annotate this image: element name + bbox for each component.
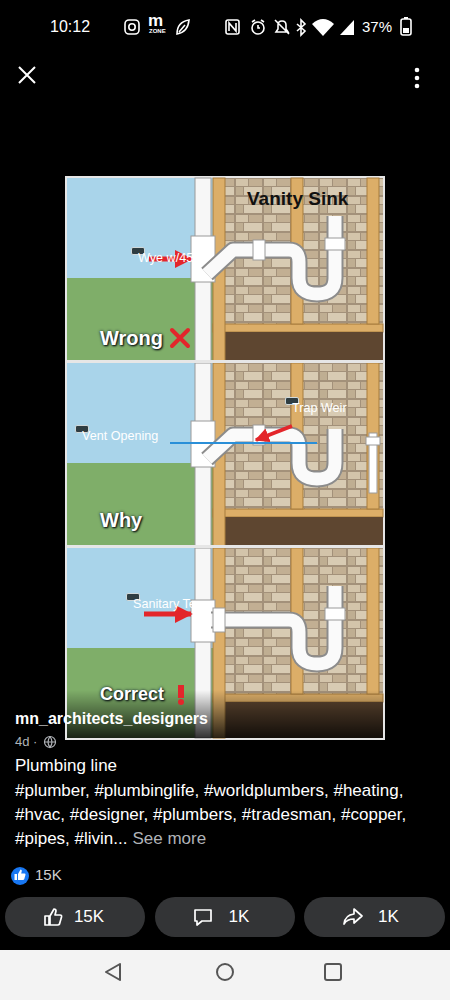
pipe-collar	[253, 240, 265, 260]
wall-scene	[67, 363, 383, 553]
panel-separator	[67, 545, 383, 548]
why-panel-art	[67, 363, 383, 553]
instagram-icon	[129, 24, 135, 30]
like-button: 15K	[5, 897, 145, 937]
wifi-icon	[312, 19, 334, 36]
panel-heading: Vanity Sink	[247, 188, 348, 211]
panel-separator	[67, 360, 383, 363]
correct-panel: Correct Sanitary Tee	[67, 548, 383, 738]
drain-pipe	[211, 586, 335, 664]
nav-recents	[325, 964, 341, 980]
share-button: 1K	[304, 897, 445, 937]
see-more-link: See more	[132, 829, 206, 848]
drain-pipe	[207, 216, 335, 294]
wrong-mark	[172, 330, 188, 346]
button-background	[5, 897, 145, 937]
like-reaction-icon	[11, 867, 29, 885]
close-icon	[19, 67, 35, 83]
menu-dots	[415, 68, 420, 73]
wall-scene	[67, 548, 383, 738]
nfc-icon	[229, 23, 236, 31]
nav-bar	[0, 950, 450, 1000]
verdict-text: Correct	[100, 684, 164, 706]
post-text: Plumbing line	[15, 756, 117, 776]
pipe-collar	[325, 608, 345, 620]
drain-pipe	[207, 216, 335, 294]
supply-pipe	[366, 437, 380, 445]
like-reaction-icon	[15, 870, 26, 881]
button-background	[155, 897, 295, 937]
globe-icon	[45, 737, 56, 748]
drain-pipe	[207, 429, 335, 479]
bell-off-icon	[275, 20, 289, 34]
callout-text: Trap Weir	[292, 401, 347, 416]
wrong-panel: Vanity SinkWrong Wye w/45	[67, 178, 383, 360]
post-age: 4d ·	[15, 734, 37, 750]
nav-back	[106, 964, 120, 980]
hashtags: #plumber, #plumbinglife, #worldplumbers,…	[15, 781, 406, 848]
callout-text: Vent Opening	[82, 429, 158, 444]
callout-text: Sanitary Tee	[133, 597, 203, 612]
bluetooth-icon	[297, 20, 305, 35]
pointer-arrow	[256, 426, 292, 440]
verdict-text: Wrong	[100, 326, 163, 350]
pointer-arrow	[144, 612, 191, 617]
hashtag-paragraph: #plumber, #plumbinglife, #worldplumbers,…	[15, 779, 440, 851]
button-count: 15K	[74, 907, 104, 927]
share-icon	[344, 909, 362, 924]
menu-dots	[415, 76, 420, 81]
like-icon	[45, 909, 62, 925]
reaction-count: 15K	[35, 866, 62, 884]
battery-percent: 37%	[362, 18, 392, 36]
callout-text: Wye w/45	[138, 251, 193, 266]
battery-icon	[403, 28, 409, 33]
callout-box: Trap Weir	[285, 397, 299, 405]
nfc-icon	[226, 20, 239, 34]
correct-mark	[178, 699, 184, 705]
comment-icon	[195, 910, 211, 925]
callout-box: Sanitary Tee	[126, 593, 140, 601]
button-count: 1K	[378, 907, 399, 927]
image-frame	[65, 176, 385, 740]
drain-pipe	[207, 429, 335, 479]
menu-dots	[415, 68, 420, 89]
button-count: 1K	[229, 907, 250, 927]
callout-box: Wye w/45	[131, 247, 145, 255]
alarm-icon	[252, 20, 264, 28]
pipe-collar	[325, 238, 345, 250]
tee-hub	[213, 608, 225, 632]
share-icon	[344, 909, 362, 924]
battery-icon	[404, 17, 408, 19]
correct-mark	[178, 685, 184, 698]
wall-scene	[67, 178, 383, 368]
signal-icon	[340, 20, 354, 35]
globe-icon	[45, 737, 56, 748]
callout-box: Vent Opening	[75, 425, 89, 433]
wrong-panel-art	[67, 178, 383, 368]
battery-icon	[401, 19, 411, 35]
button-background	[304, 897, 445, 937]
instagram-icon	[125, 20, 139, 34]
nav-home	[217, 964, 233, 980]
globe-icon	[45, 737, 56, 748]
correct-panel-art	[67, 548, 383, 738]
drain-pipe	[211, 586, 335, 664]
why-panel: Why Vent Opening Trap Weir	[67, 363, 383, 545]
username: mn_architects_designers	[15, 709, 208, 728]
leaf-icon	[177, 20, 189, 34]
weir-level-line	[170, 442, 317, 444]
comment-icon	[195, 910, 211, 925]
app-icon-text: ZONE	[149, 28, 166, 35]
comment-button: 1K	[155, 897, 295, 937]
verdict-text: Why	[100, 508, 142, 532]
like-icon	[45, 909, 62, 925]
status-time: 10:12	[50, 17, 90, 36]
menu-dots	[415, 84, 420, 89]
